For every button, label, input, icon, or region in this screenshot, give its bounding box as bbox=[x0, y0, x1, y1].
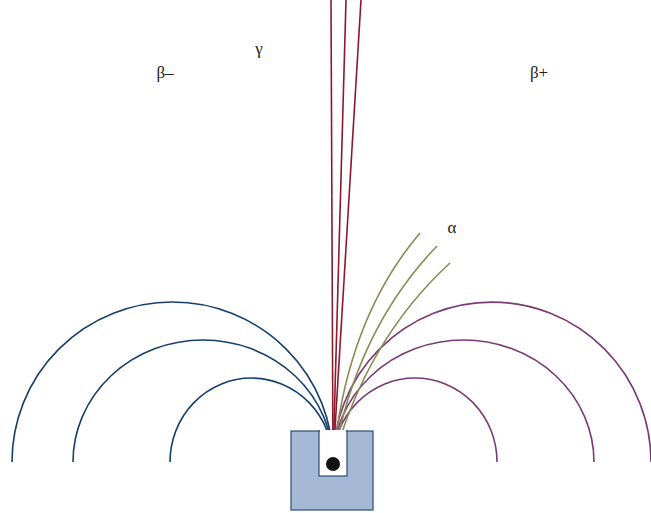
container-slot bbox=[319, 431, 347, 476]
lead-container bbox=[291, 431, 373, 510]
alpha-track bbox=[333, 246, 437, 462]
alpha-track bbox=[333, 233, 420, 462]
radiation-label: α bbox=[448, 218, 457, 238]
radiation-label: γ bbox=[255, 39, 263, 59]
gamma-ray bbox=[331, 0, 333, 462]
radioactive-source bbox=[326, 457, 340, 471]
beta-minus-track bbox=[12, 302, 333, 462]
slot-opening bbox=[320, 430, 346, 432]
beta-plus-track bbox=[333, 302, 651, 462]
radiation-label: β– bbox=[156, 63, 173, 83]
radiation-label: β+ bbox=[530, 63, 548, 83]
